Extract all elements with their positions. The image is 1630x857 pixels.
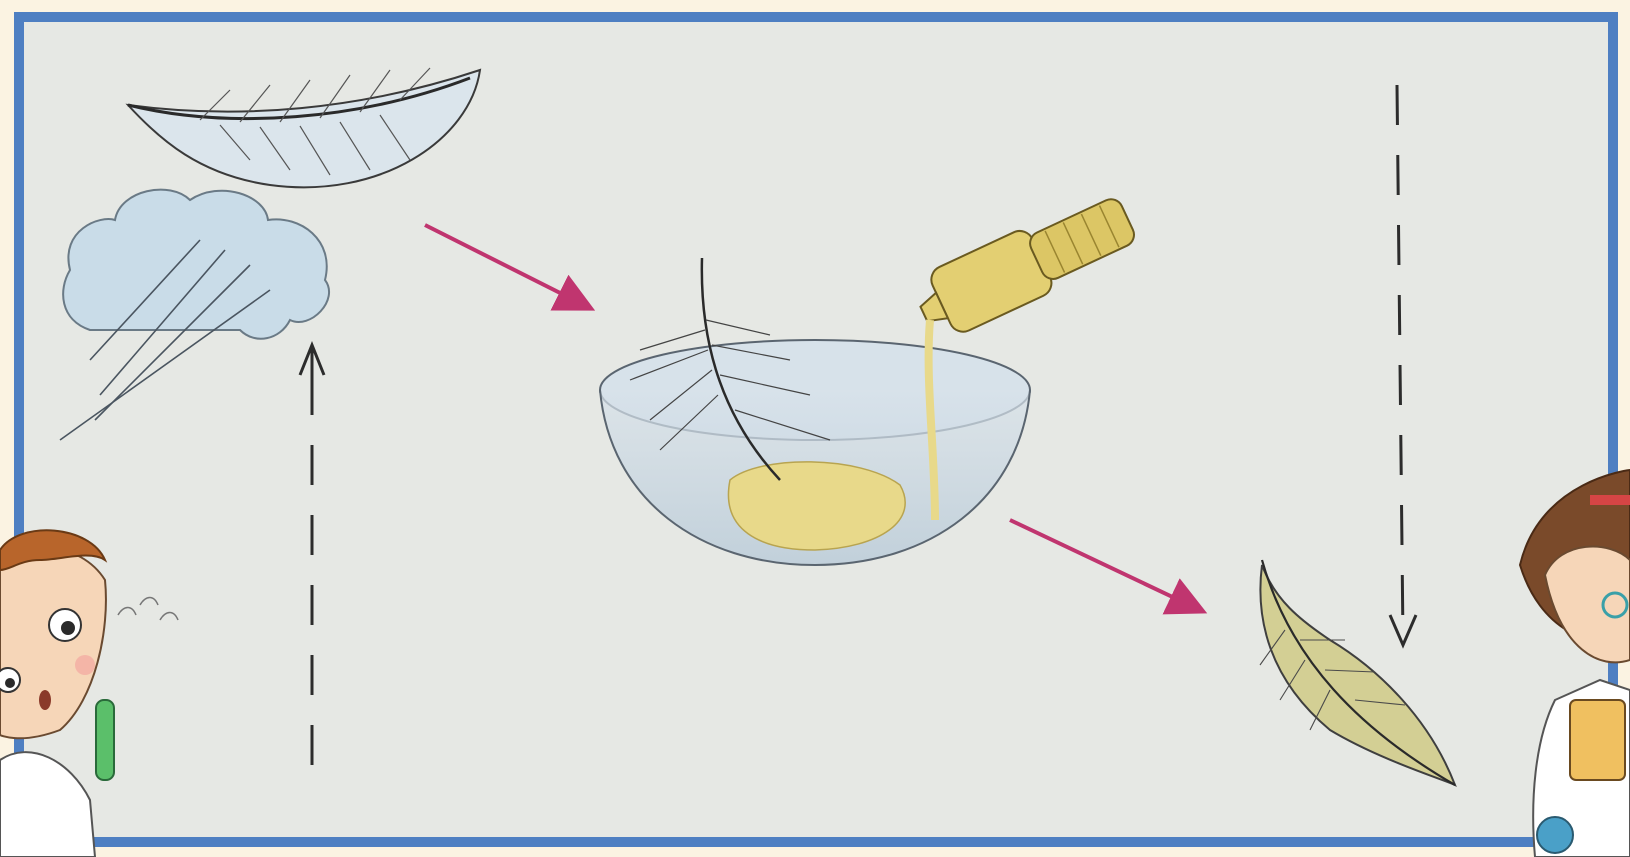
up-dashed-arrow-icon [300, 345, 324, 780]
process-arrow-2 [1010, 520, 1200, 610]
down-dashed-arrow-icon [1390, 85, 1416, 645]
oily-feather-icon [1260, 560, 1455, 785]
scientist-boy-avatar [0, 530, 178, 857]
scientist-girl-avatar [1520, 470, 1630, 857]
air-cloud-icon [60, 190, 329, 440]
dry-feather-icon [128, 68, 480, 187]
process-arrow-1 [425, 225, 588, 307]
glass-bowl-icon [600, 340, 1030, 565]
